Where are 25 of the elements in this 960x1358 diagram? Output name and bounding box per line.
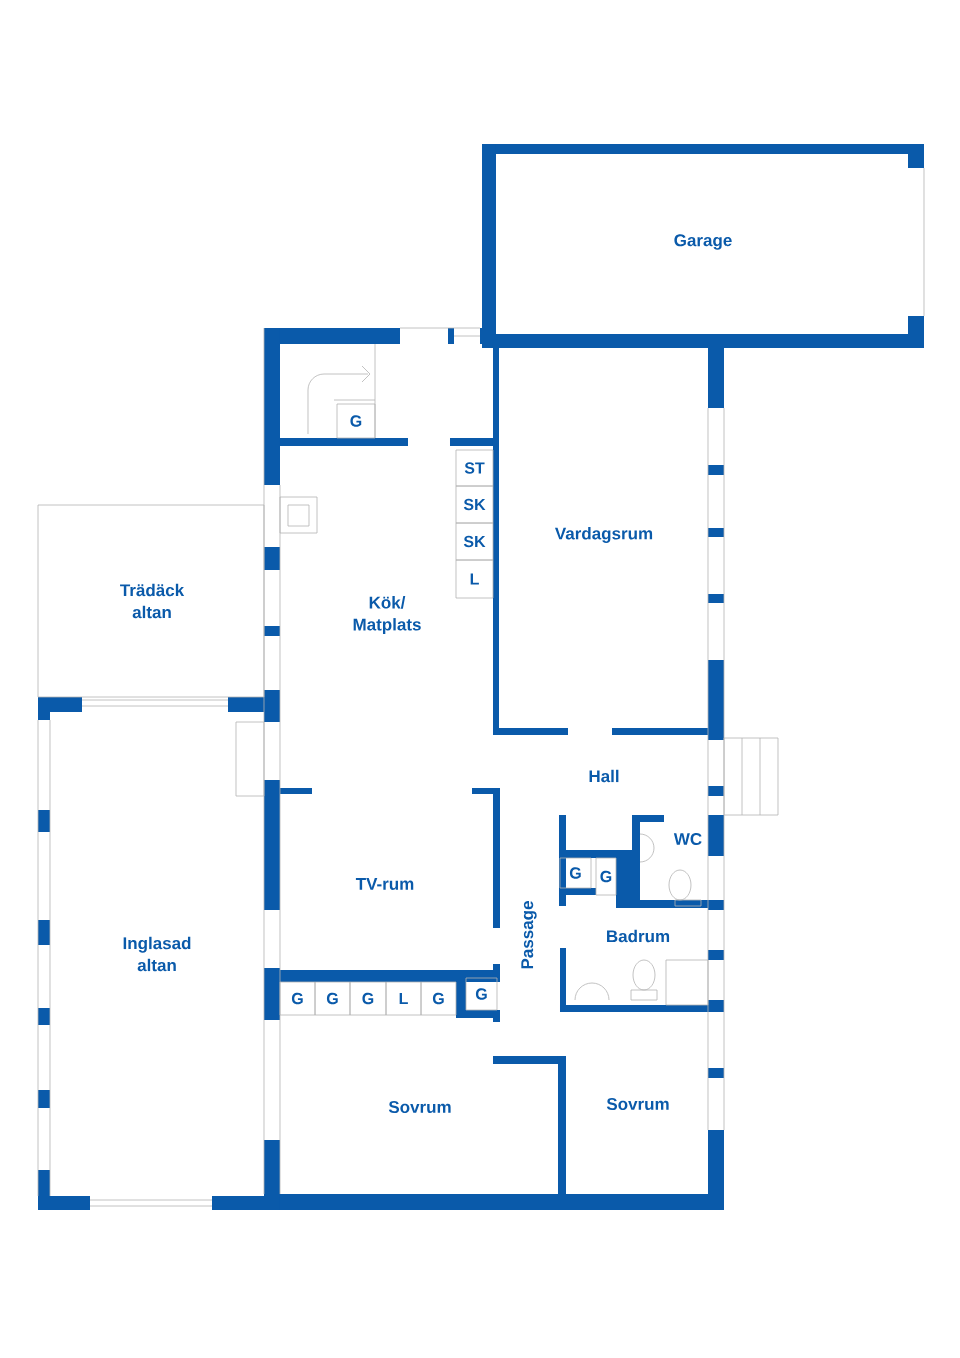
room-label: Garage: [674, 234, 732, 250]
storage-cell: G: [279, 981, 316, 1016]
storage-cell: SK: [455, 485, 494, 524]
room-label: Hall: [589, 769, 619, 783]
room-label: TV-rum: [355, 878, 414, 890]
room-label: Inglasad altan: [123, 936, 191, 972]
storage-cell: G: [336, 403, 376, 439]
room-label: Vardagsrum: [555, 527, 653, 543]
storage-cell: SK: [455, 522, 494, 561]
storage-cell: G: [420, 981, 457, 1016]
room-label: Trädäck altan: [120, 583, 185, 619]
storage-cell: G: [465, 977, 498, 1011]
storage-cell: L: [385, 981, 422, 1016]
room-label: Sovrum: [606, 1098, 669, 1111]
storage-cell: ST: [455, 449, 494, 487]
storage-cell: L: [455, 559, 494, 599]
room-label: WC: [673, 833, 702, 846]
room-label: Badrum: [607, 929, 670, 943]
room-label: Passage: [521, 901, 537, 969]
room-label: Kök/ Matplats: [353, 596, 421, 634]
storage-cell: G: [314, 981, 351, 1016]
storage-cell: G: [559, 857, 592, 889]
room-label: Sovrum: [388, 1101, 451, 1114]
storage-cell: G: [595, 857, 617, 896]
storage-cell: G: [349, 981, 387, 1016]
